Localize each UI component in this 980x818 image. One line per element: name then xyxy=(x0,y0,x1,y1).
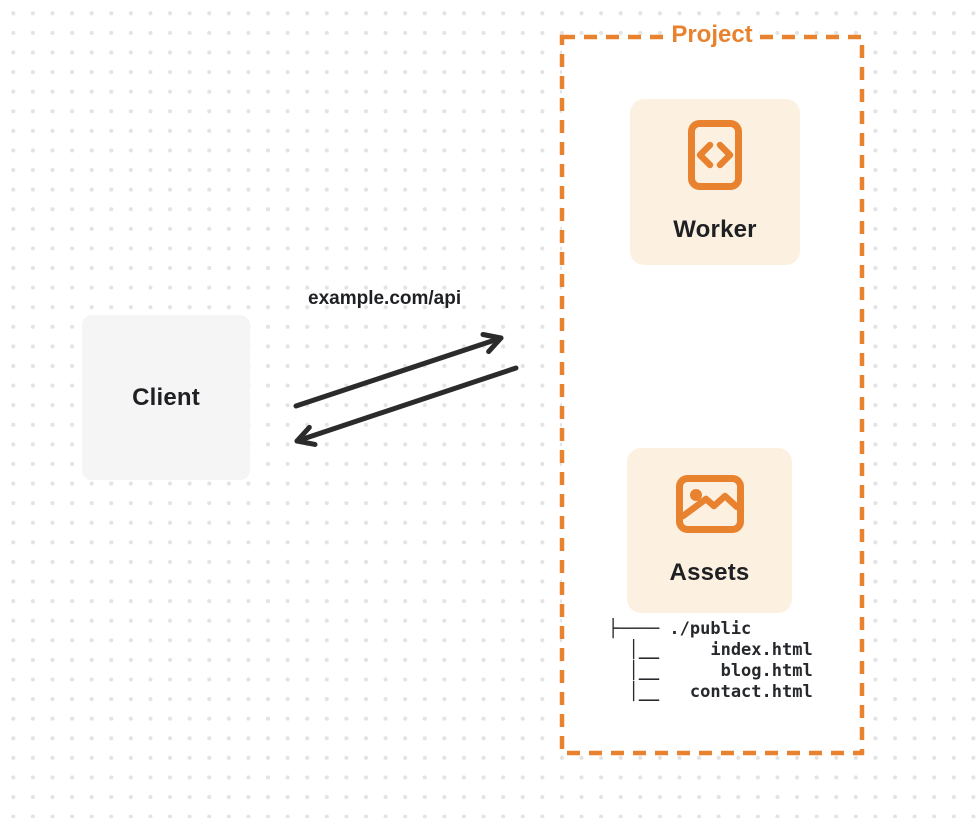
request-url-label: example.com/api xyxy=(308,288,462,309)
code-document-icon xyxy=(688,120,742,190)
client-node: Client xyxy=(82,315,250,480)
sun-dot-icon xyxy=(689,488,702,501)
assets-label: Assets xyxy=(669,558,750,586)
client-label: Client xyxy=(132,383,200,411)
file-tree: ├──── ./public │__ index.html │__ blog.h… xyxy=(608,619,813,702)
worker-label: Worker xyxy=(673,216,757,243)
response-arrow xyxy=(294,365,519,447)
image-icon xyxy=(675,474,744,533)
mountains-icon xyxy=(679,492,740,519)
project-label: Project xyxy=(664,21,760,49)
assets-node: Assets xyxy=(627,448,792,613)
request-arrow xyxy=(293,331,504,409)
worker-node: Worker xyxy=(630,99,800,265)
